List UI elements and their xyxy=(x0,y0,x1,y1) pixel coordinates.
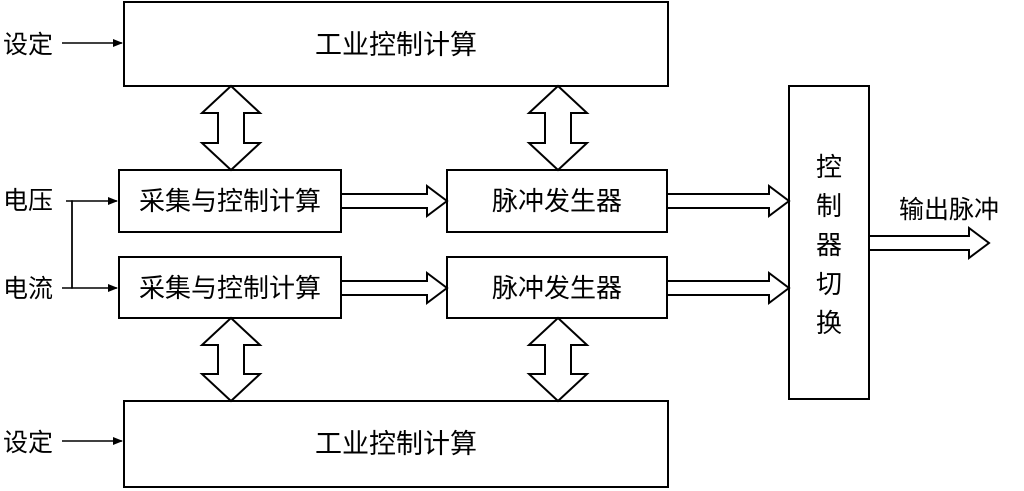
bottom-box-label: 工业控制计算 xyxy=(315,429,477,460)
bidirectional-arrow-bottom-left xyxy=(199,316,263,403)
controller-switch-box xyxy=(788,85,870,400)
pulse-box-2-label: 脉冲发生器 xyxy=(492,274,622,304)
switch-char-5: 换 xyxy=(816,309,842,339)
bottom-industrial-control-box xyxy=(123,400,669,488)
switch-char-4: 切 xyxy=(816,270,842,300)
flow-arrow-pulse1-to-switch xyxy=(666,184,791,218)
output-pulse-arrow xyxy=(868,226,991,260)
setting-input-label-bottom: 设定 xyxy=(3,428,53,457)
output-pulse-label: 输出脉冲 xyxy=(899,195,999,224)
flow-arrow-acq2-to-pulse2 xyxy=(340,271,449,305)
switch-char-3: 器 xyxy=(816,231,842,261)
flow-arrow-pulse2-to-switch xyxy=(666,271,791,305)
bidirectional-arrow-top-right xyxy=(526,84,590,172)
pulse-box-1-label: 脉冲发生器 xyxy=(492,187,622,217)
acq-box-1-label: 采集与控制计算 xyxy=(139,187,321,217)
voltage-feed-line xyxy=(62,197,118,289)
flow-arrow-acq1-to-pulse1 xyxy=(340,184,449,218)
bidirectional-arrow-bottom-right xyxy=(526,316,590,403)
setting-input-label-top: 设定 xyxy=(3,30,53,59)
pulse-generator-box-1 xyxy=(446,169,668,233)
top-industrial-control-box xyxy=(123,1,669,87)
switch-char-1: 控 xyxy=(816,153,842,183)
acq-box-2-label: 采集与控制计算 xyxy=(139,274,321,304)
current-feed-line xyxy=(66,200,118,292)
current-input-label: 电流 xyxy=(3,274,53,303)
voltage-input-label: 电压 xyxy=(3,186,53,215)
top-box-label: 工业控制计算 xyxy=(315,30,477,61)
switch-char-2: 制 xyxy=(816,192,842,222)
bidirectional-arrow-top-left xyxy=(199,84,263,172)
